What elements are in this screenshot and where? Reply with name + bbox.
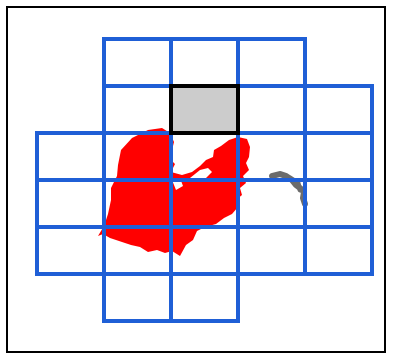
highlighted-cell-fill	[171, 86, 238, 133]
highlighted-cell	[171, 86, 238, 133]
